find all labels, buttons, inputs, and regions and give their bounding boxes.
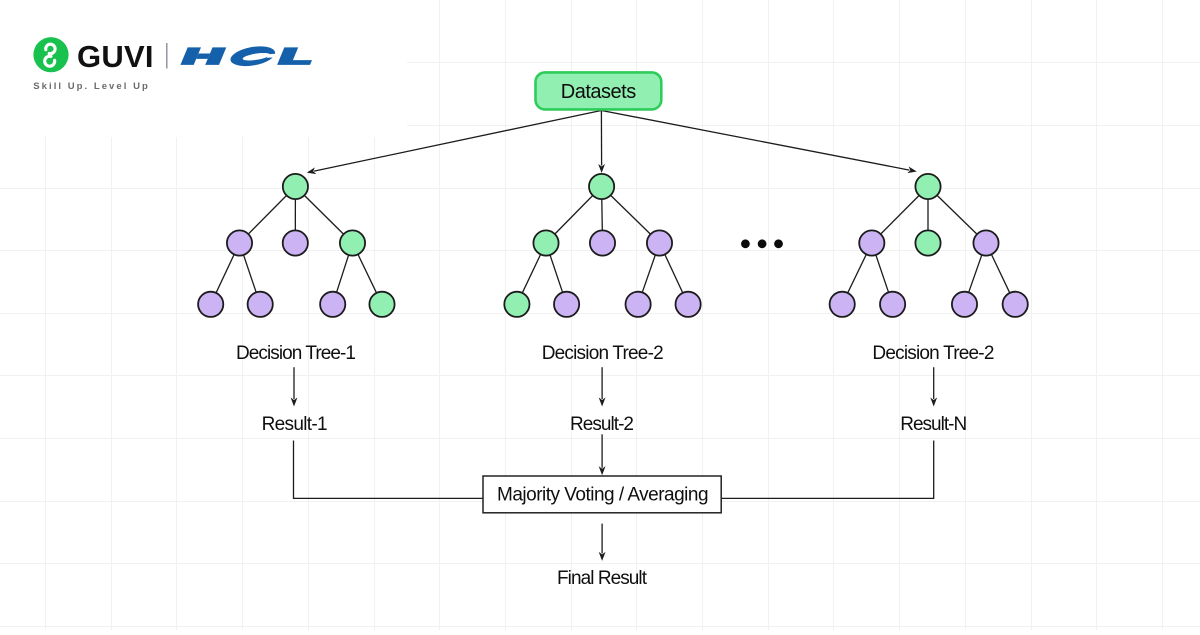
svg-text:Decision Tree-2: Decision Tree-2 bbox=[872, 343, 994, 364]
svg-text:Decision Tree-2: Decision Tree-2 bbox=[542, 343, 664, 364]
svg-text:Datasets: Datasets bbox=[561, 81, 637, 103]
svg-text:Skill Up. Level Up: Skill Up. Level Up bbox=[33, 81, 151, 92]
svg-text:Result-2: Result-2 bbox=[570, 414, 634, 435]
svg-text:Majority Voting / Averaging: Majority Voting / Averaging bbox=[497, 485, 709, 506]
svg-text:Result-N: Result-N bbox=[900, 414, 967, 435]
svg-text:Result-1: Result-1 bbox=[262, 414, 328, 435]
svg-text:GUVI: GUVI bbox=[77, 39, 154, 74]
svg-text:Final Result: Final Result bbox=[557, 568, 648, 589]
svg-text:Decision Tree-1: Decision Tree-1 bbox=[236, 343, 356, 364]
